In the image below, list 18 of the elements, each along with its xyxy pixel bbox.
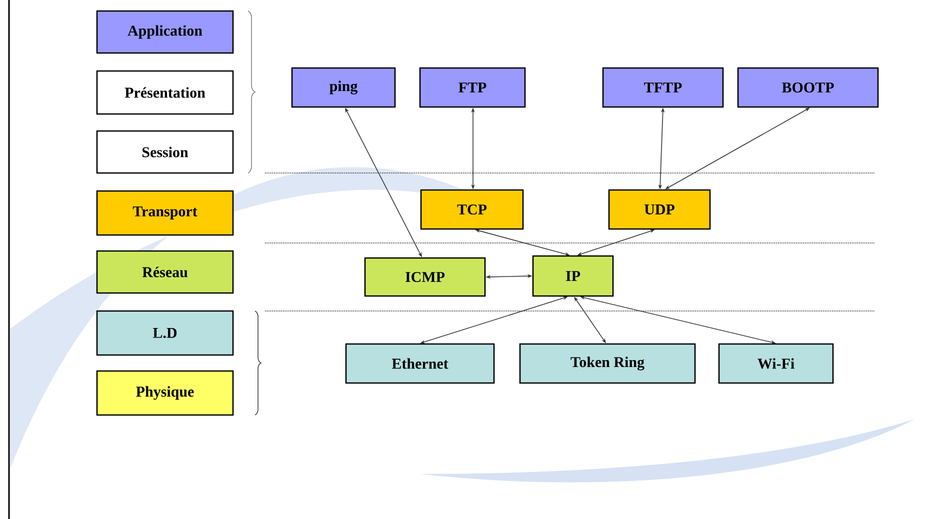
layer-box: Présentation xyxy=(96,70,234,115)
layer-box: Transport xyxy=(96,190,234,236)
protocol-box: Wi-Fi xyxy=(718,343,834,384)
protocol-box: Token Ring xyxy=(519,343,696,384)
protocol-box: FTP xyxy=(419,67,526,108)
layer-box: Physique xyxy=(96,370,234,416)
protocol-box: ICMP xyxy=(364,257,486,297)
protocol-box: ping xyxy=(291,67,396,108)
protocol-box: TCP xyxy=(420,189,524,230)
protocol-box: UDP xyxy=(608,189,711,230)
layer-box: Session xyxy=(96,130,234,174)
layer-box: Réseau xyxy=(96,250,234,294)
layer-box: Application xyxy=(96,10,234,54)
protocol-box: TFTP xyxy=(602,67,724,108)
protocol-box: BOOTP xyxy=(737,67,879,108)
protocol-box: Ethernet xyxy=(345,343,495,384)
layer-box: L.D xyxy=(96,310,234,356)
protocol-box: IP xyxy=(532,255,614,297)
